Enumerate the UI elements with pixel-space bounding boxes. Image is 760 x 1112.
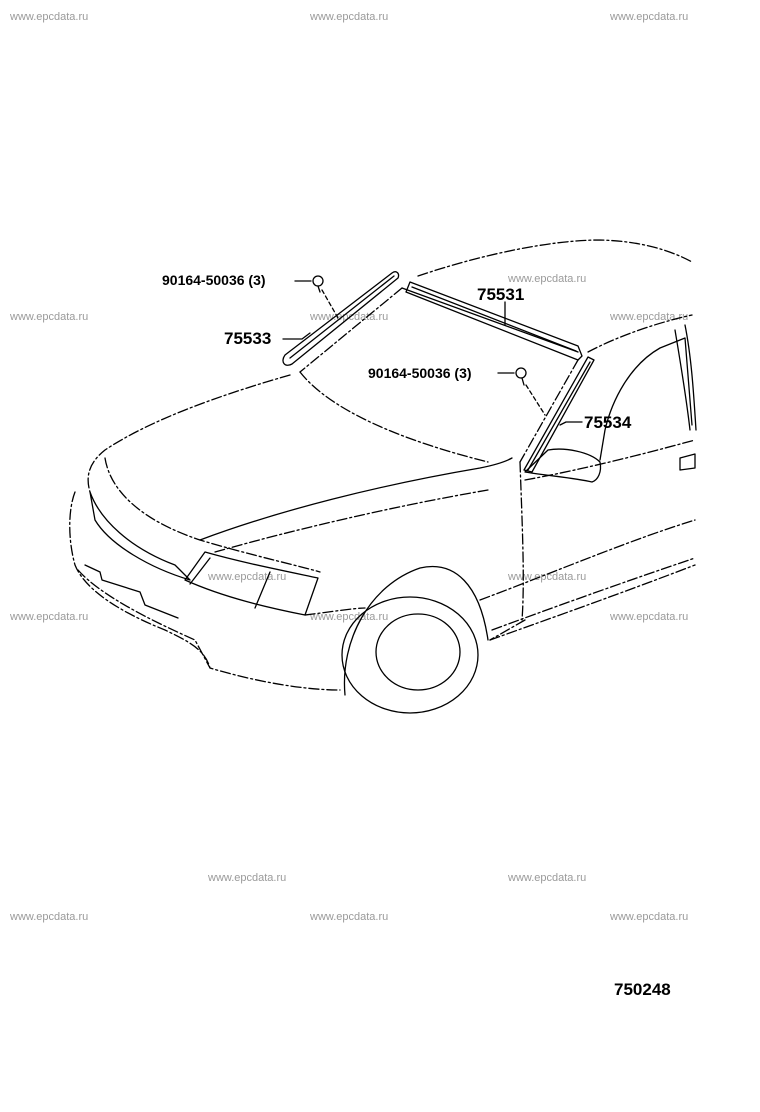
windshield-outline bbox=[401, 287, 579, 353]
rocker-panel-2 bbox=[491, 557, 696, 631]
grille bbox=[89, 491, 191, 581]
side-window bbox=[587, 314, 693, 353]
hood-crease-2 bbox=[214, 489, 489, 553]
watermark: www.epcdata.ru bbox=[610, 611, 689, 623]
part-label-moulding-top: 75531 bbox=[477, 285, 525, 304]
hood-crease bbox=[199, 457, 513, 541]
watermark: www.epcdata.ru bbox=[310, 611, 389, 623]
roof-outline bbox=[417, 239, 693, 277]
wheel-arch bbox=[343, 566, 489, 696]
watermark: www.epcdata.ru bbox=[310, 11, 389, 23]
moulding-left bbox=[282, 271, 400, 366]
front-bumper bbox=[69, 491, 211, 669]
fastener-right-icon bbox=[515, 367, 527, 379]
a-pillar-side bbox=[519, 461, 524, 621]
bumper-slot bbox=[84, 564, 179, 619]
leader-moulding-right bbox=[559, 421, 583, 426]
wheel-rim bbox=[375, 613, 461, 691]
watermark: www.epcdata.ru bbox=[10, 911, 89, 923]
body-side-lower bbox=[479, 519, 696, 601]
hood-outline bbox=[87, 374, 291, 493]
diagram-number: 750248 bbox=[614, 980, 671, 999]
hood-front-edge bbox=[104, 457, 321, 573]
moulding-top bbox=[405, 281, 583, 361]
fender-line bbox=[304, 607, 366, 616]
watermark: www.epcdata.ru bbox=[310, 911, 389, 923]
fastener-left-icon bbox=[312, 275, 324, 287]
watermark: www.epcdata.ru bbox=[508, 872, 587, 884]
moulding-left-inner bbox=[289, 275, 395, 359]
leader-fastener-right-2 bbox=[525, 384, 546, 416]
front-door-edge bbox=[489, 619, 526, 641]
part-label-fastener-right: 90164-50036 (3) bbox=[368, 365, 472, 381]
fastener-left-shank bbox=[317, 285, 321, 293]
windshield-left-edge bbox=[299, 287, 403, 373]
tire bbox=[341, 596, 479, 714]
watermark: www.epcdata.ru bbox=[508, 571, 587, 583]
body-side-upper bbox=[524, 439, 696, 481]
b-pillar bbox=[674, 324, 697, 431]
watermark: www.epcdata.ru bbox=[10, 311, 89, 323]
watermark: www.epcdata.ru bbox=[610, 911, 689, 923]
headlight-inner bbox=[189, 557, 271, 609]
moulding-right bbox=[523, 356, 595, 473]
rocker-panel bbox=[489, 564, 696, 641]
fastener-right-shank bbox=[521, 377, 525, 386]
leader-fastener-left-2 bbox=[321, 289, 339, 319]
watermark: www.epcdata.ru bbox=[10, 611, 89, 623]
door-handle bbox=[679, 453, 696, 471]
headlight bbox=[184, 551, 319, 616]
windshield-bottom-edge bbox=[299, 371, 489, 463]
windshield-right-edge bbox=[519, 359, 579, 463]
part-label-fastener-left: 90164-50036 (3) bbox=[162, 272, 266, 288]
bumper-lower bbox=[77, 569, 341, 691]
watermark: www.epcdata.ru bbox=[610, 11, 689, 23]
watermark: www.epcdata.ru bbox=[10, 11, 89, 23]
side-mirror bbox=[524, 448, 602, 483]
watermark: www.epcdata.ru bbox=[208, 872, 287, 884]
moulding-top-inner bbox=[411, 286, 577, 352]
part-label-moulding-left: 75533 bbox=[224, 329, 272, 348]
watermark: www.epcdata.ru bbox=[610, 311, 689, 323]
part-label-moulding-right: 75534 bbox=[584, 413, 632, 432]
leader-moulding-left bbox=[282, 332, 311, 340]
moulding-right-inner bbox=[527, 361, 591, 471]
side-window-2 bbox=[599, 337, 693, 461]
watermark: www.epcdata.ru bbox=[508, 273, 587, 285]
